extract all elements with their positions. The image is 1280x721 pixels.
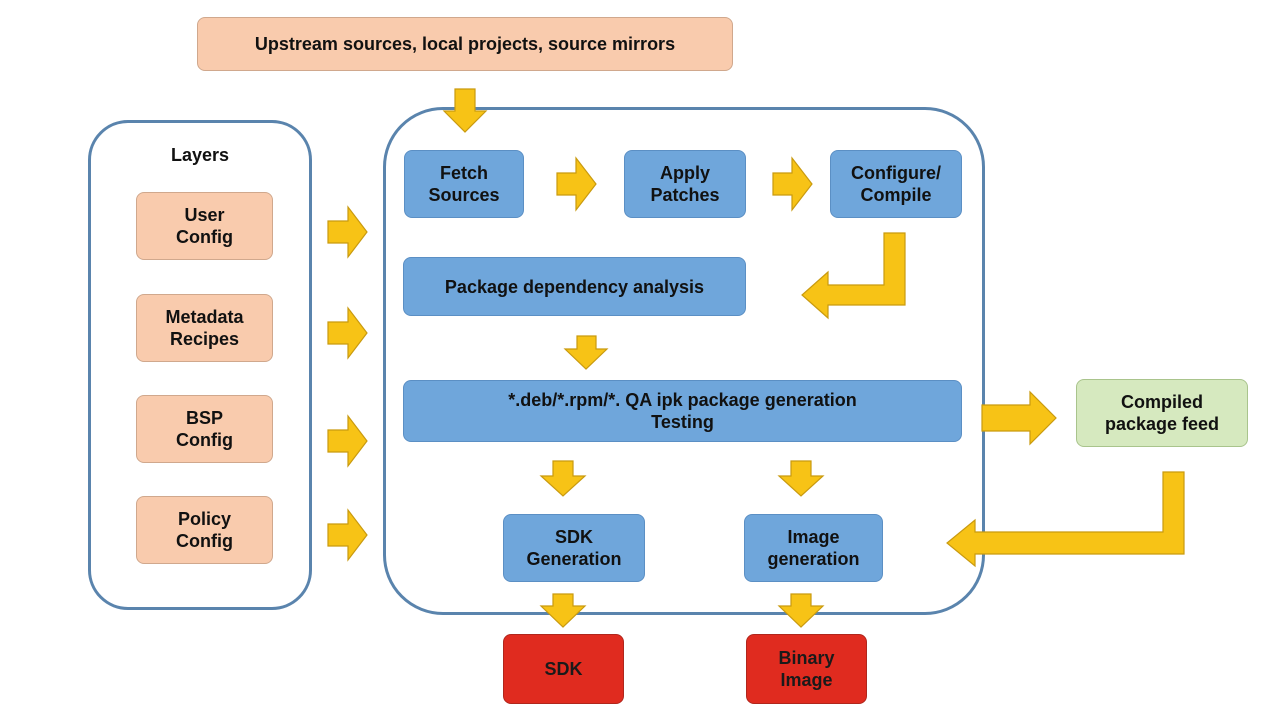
arrow-patch-to-compile <box>772 156 813 212</box>
arrow-generation-to-sdkgen <box>539 460 587 497</box>
configure-compile-label: Configure/ Compile <box>851 163 941 205</box>
fetch-sources-label: Fetch Sources <box>428 163 500 205</box>
bsp-config-box: BSP Config <box>136 395 273 463</box>
arrow-layer-user-right <box>327 205 368 259</box>
configure-compile-box: Configure/ Compile <box>830 150 962 218</box>
metadata-recipes-box: Metadata Recipes <box>136 294 273 362</box>
sdk-generation-box: SDK Generation <box>503 514 645 582</box>
arrow-feed-to-imagegen <box>946 471 1185 568</box>
apply-patches-label: Apply Patches <box>650 163 720 205</box>
metadata-recipes-label: Metadata Recipes <box>165 307 244 349</box>
arrow-layer-policy-right <box>327 508 368 562</box>
arrow-upstream-down <box>442 88 488 133</box>
arrow-generation-to-feed <box>981 390 1057 446</box>
fetch-sources-box: Fetch Sources <box>404 150 524 218</box>
sdk-output-label: SDK <box>544 659 583 679</box>
package-generation-box: *.deb/*.rpm/*. QA ipk package generation… <box>403 380 962 442</box>
layers-title-label: Layers <box>170 145 230 165</box>
policy-config-label: Policy Config <box>176 509 233 551</box>
apply-patches-box: Apply Patches <box>624 150 746 218</box>
image-generation-box: Image generation <box>744 514 883 582</box>
arrow-layer-metadata-right <box>327 306 368 360</box>
arrow-fetch-to-patch <box>556 156 597 212</box>
layers-container <box>88 120 312 610</box>
arrow-layer-bsp-right <box>327 414 368 468</box>
package-dependency-box: Package dependency analysis <box>403 257 746 316</box>
arrow-generation-to-imagegen <box>777 460 825 497</box>
arrow-imagegen-to-binary <box>777 593 825 628</box>
sdk-output-box: SDK <box>503 634 624 704</box>
bsp-config-label: BSP Config <box>176 408 233 450</box>
package-dependency-label: Package dependency analysis <box>444 276 705 297</box>
build-system-container <box>383 107 985 615</box>
upstream-sources-box: Upstream sources, local projects, source… <box>197 17 733 71</box>
arrow-dependency-to-generation <box>563 335 609 370</box>
compiled-package-feed-label: Compiled package feed <box>1104 392 1220 434</box>
compiled-package-feed-box: Compiled package feed <box>1076 379 1248 447</box>
binary-image-output-box: Binary Image <box>746 634 867 704</box>
user-config-label: User Config <box>176 205 233 247</box>
image-generation-label: Image generation <box>767 527 860 569</box>
user-config-box: User Config <box>136 192 273 260</box>
sdk-generation-label: SDK Generation <box>526 527 622 569</box>
upstream-sources-label: Upstream sources, local projects, source… <box>254 34 676 54</box>
binary-image-output-label: Binary Image <box>778 648 835 690</box>
arrow-compile-to-dependency <box>801 232 906 320</box>
policy-config-box: Policy Config <box>136 496 273 564</box>
package-generation-label: *.deb/*.rpm/*. QA ipk package generation… <box>508 390 857 432</box>
layers-title: Layers <box>150 142 250 168</box>
arrow-sdkgen-to-sdk <box>539 593 587 628</box>
